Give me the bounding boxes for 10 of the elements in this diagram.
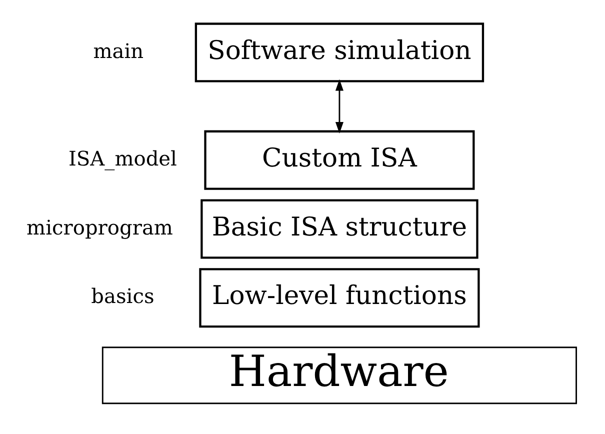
label: Hardware — [228, 346, 449, 397]
arrow — [335, 78, 344, 133]
node-box: Low-level functions — [199, 268, 480, 328]
node-label: ISA_model — [68, 146, 177, 170]
node-box: Software simulation — [194, 22, 484, 82]
node-label: microprogram — [26, 214, 173, 239]
node-label: basics — [91, 284, 154, 308]
node-box: Custom ISA — [204, 130, 475, 190]
node-box: Basic ISA structure — [200, 198, 478, 258]
node-label: main — [93, 38, 144, 62]
